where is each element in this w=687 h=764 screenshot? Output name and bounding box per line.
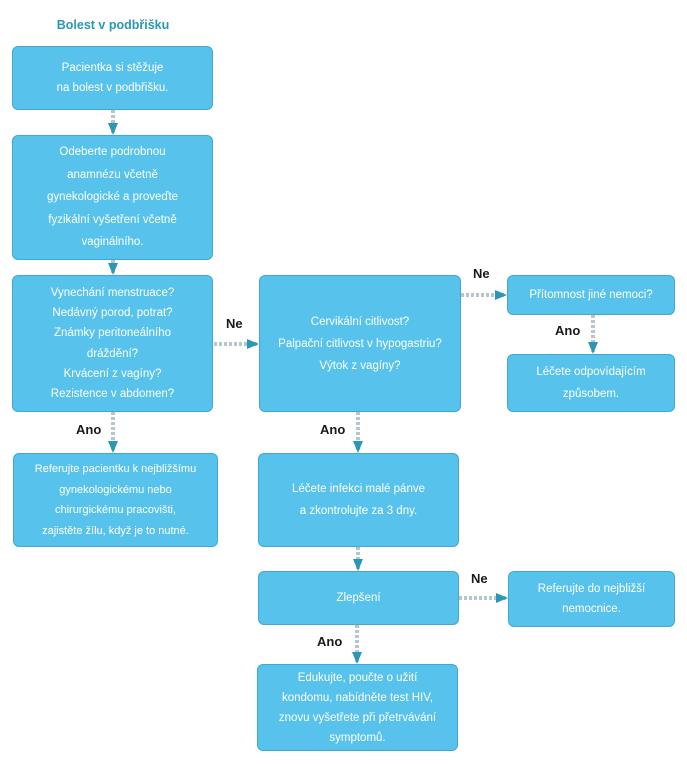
label-yes-cervical: Ano [320, 422, 346, 437]
label-no-cervical: Ne [473, 266, 490, 281]
node-history: Odeberte podrobnou anamnézu včetně gynek… [12, 135, 213, 260]
label-no-signs: Ne [226, 316, 243, 331]
node-cervical: Cervikální citlivost? Palpační citlivost… [259, 275, 461, 412]
label-yes-other: Ano [555, 323, 581, 338]
node-educate: Edukujte, poučte o užití kondomu, nabídn… [257, 664, 458, 751]
node-emergency-signs: Vynechání menstruace? Nedávný porod, pot… [12, 275, 213, 412]
label-yes-improvement: Ano [317, 634, 343, 649]
page-title: Bolest v podbřišku [56, 18, 170, 32]
node-treat-accordingly: Léčete odpovídajícím způsobem. [507, 354, 675, 412]
node-refer-hospital: Referujte do nejbližší nemocnice. [508, 571, 675, 627]
node-treat-pid: Léčete infekci malé pánve a zkontrolujte… [258, 453, 459, 547]
node-improvement: Zlepšení [258, 571, 459, 625]
node-complaint: Pacientka si stěžuje na bolest v podbřiš… [12, 46, 213, 110]
node-refer-surgery: Referujte pacientku k nejbližšímu gyneko… [13, 453, 218, 547]
label-yes-signs: Ano [76, 422, 102, 437]
node-other-disease: Přítomnost jiné nemoci? [507, 275, 675, 315]
label-no-improvement: Ne [471, 571, 488, 586]
